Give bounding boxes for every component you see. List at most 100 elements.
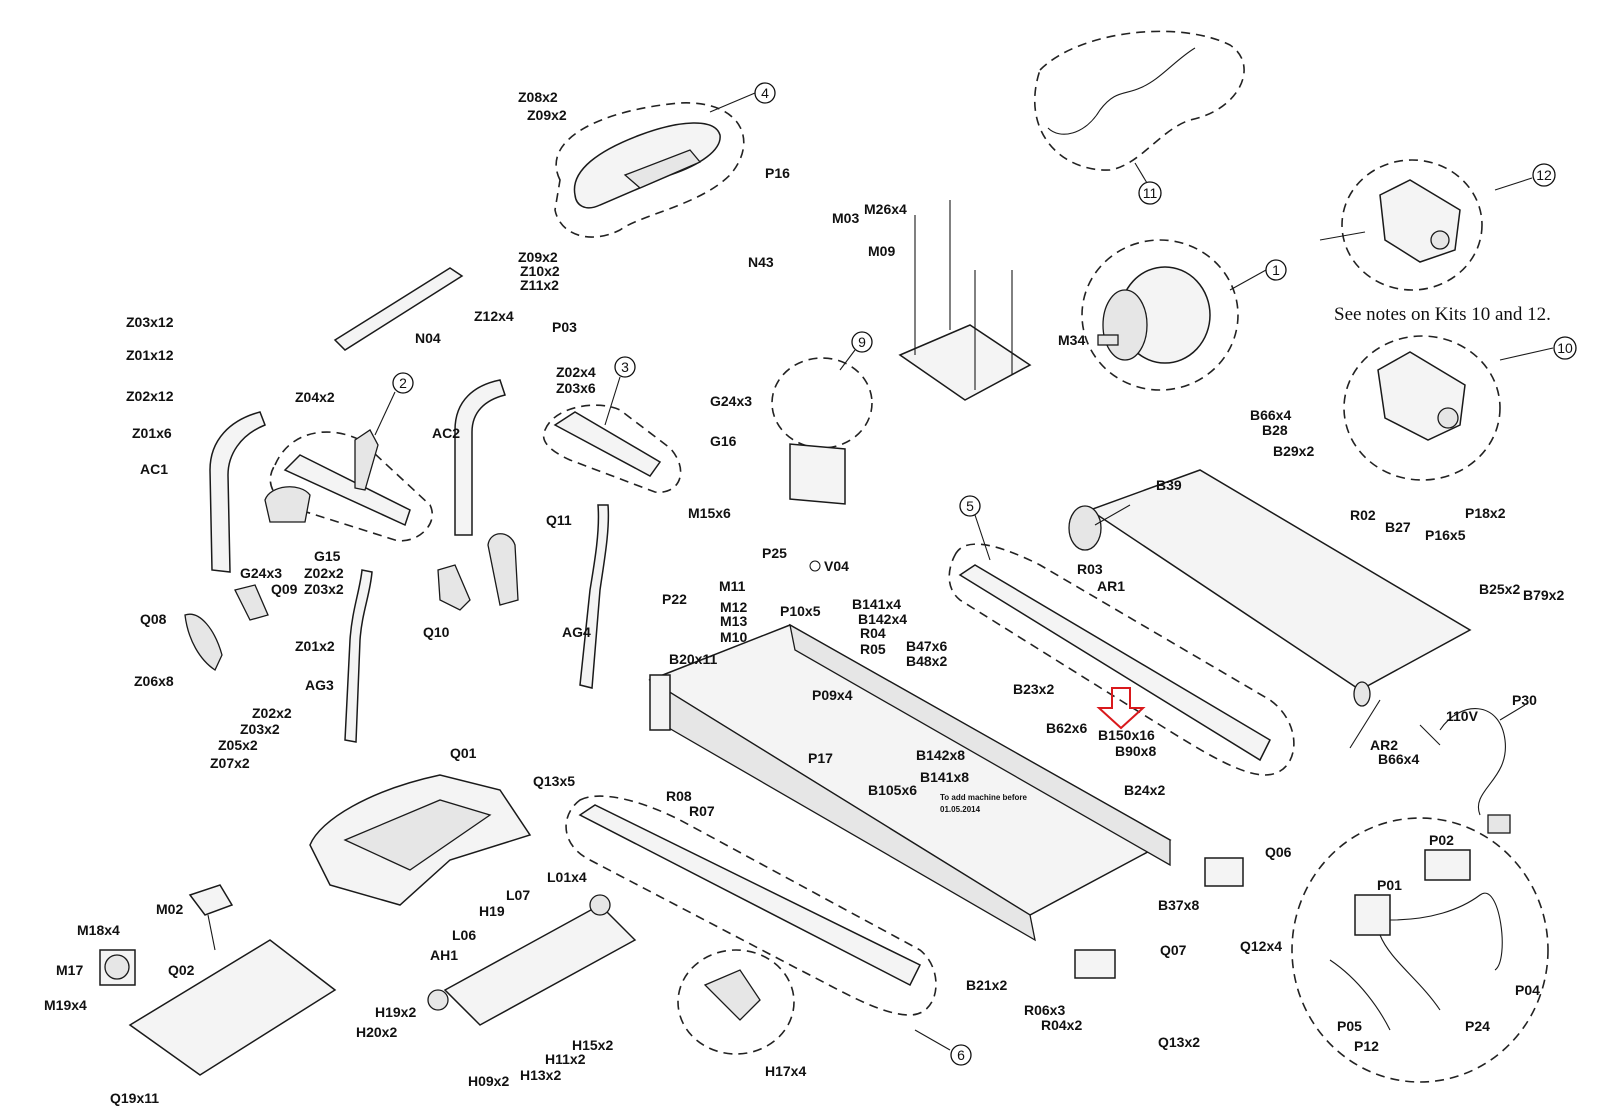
kit-2-number: 2 xyxy=(399,375,407,391)
kit-2-outline xyxy=(269,431,433,542)
label-z06x8: Z06x8 xyxy=(134,673,174,689)
label-p22: P22 xyxy=(662,591,687,607)
kit-4-number: 4 xyxy=(761,85,769,101)
kit-12-badge: 12 xyxy=(1532,163,1556,187)
label-z09x2-lower: Z09x2 xyxy=(518,249,558,265)
label-z02x2: Z02x2 xyxy=(304,565,344,581)
label-b20x11: B20x11 xyxy=(669,651,717,667)
label-b66x4-lower: B66x4 xyxy=(1378,751,1419,767)
frame-rail-right xyxy=(789,623,1171,867)
label-q12x4: Q12x4 xyxy=(1240,938,1282,954)
label-b37x8: B37x8 xyxy=(1158,897,1199,913)
kit-6-number: 6 xyxy=(957,1047,965,1063)
kit-outlines xyxy=(269,30,1549,1083)
label-q07: Q07 xyxy=(1160,942,1187,958)
part-labels: Z08x2 Z09x2 Z09x2 Z10x2 Z11x2 P16 M03 M2… xyxy=(44,89,1564,1106)
label-z01x2: Z01x2 xyxy=(295,638,335,654)
label-q09: Q09 xyxy=(271,581,298,597)
label-z03x6: Z03x6 xyxy=(556,380,596,396)
label-p09x4: P09x4 xyxy=(812,687,853,703)
base-plate-q02 xyxy=(128,939,337,1076)
label-b90x8: B90x8 xyxy=(1115,743,1156,759)
label-b105x6: B105x6 xyxy=(868,782,917,798)
label-z07x2: Z07x2 xyxy=(210,755,250,771)
label-p18x2: P18x2 xyxy=(1465,505,1506,521)
label-r07: R07 xyxy=(689,803,715,819)
grip-kit-2 xyxy=(354,429,379,491)
label-h11x2: H11x2 xyxy=(545,1051,586,1067)
kit-9-badge: 9 xyxy=(851,331,873,353)
label-h15x2: H15x2 xyxy=(572,1037,613,1053)
label-l01x4: L01x4 xyxy=(547,869,587,885)
kit-P-outline xyxy=(1291,817,1549,1083)
label-m13: M13 xyxy=(720,613,747,629)
cover-q07 xyxy=(1074,949,1116,979)
side-rail-kit-5 xyxy=(958,564,1271,762)
leader-lines xyxy=(374,92,1554,1051)
upright-ag3 xyxy=(344,569,373,743)
frame-post xyxy=(649,674,671,731)
label-m02: M02 xyxy=(156,901,183,917)
kit-1-outline xyxy=(1081,239,1239,391)
highlight-arrow xyxy=(1096,687,1146,730)
label-h19x2: H19x2 xyxy=(375,1004,416,1020)
label-g24x3: G24x3 xyxy=(710,393,752,409)
kit-11-number: 11 xyxy=(1143,185,1158,201)
label-g15: G15 xyxy=(314,548,341,564)
kit-4-badge: 4 xyxy=(754,82,776,104)
cover-q10 xyxy=(437,564,471,611)
label-q02: Q02 xyxy=(168,962,195,978)
label-q13x2: Q13x2 xyxy=(1158,1034,1200,1050)
label-ah1: AH1 xyxy=(430,947,458,963)
side-rail-kit-6 xyxy=(578,804,922,987)
label-h17x4: H17x4 xyxy=(765,1063,806,1079)
label-g24x3-lower: G24x3 xyxy=(240,565,282,581)
small-note-line-2: 01.05.2014 xyxy=(940,805,981,814)
kit-numbers: 1 2 3 4 5 6 9 10 11 12 xyxy=(392,82,1577,1066)
label-g16: G16 xyxy=(710,433,737,449)
upright-ag4 xyxy=(579,504,610,689)
label-m26x4: M26x4 xyxy=(864,201,907,217)
switch-p02 xyxy=(1424,849,1471,881)
label-b141x4: B141x4 xyxy=(852,596,901,612)
label-m11: M11 xyxy=(719,578,746,594)
small-note-line-1: To add machine before xyxy=(940,793,1028,802)
kit-1-badge: 1 xyxy=(1265,259,1287,281)
label-h19: H19 xyxy=(479,903,505,919)
belt-deck xyxy=(1088,469,1472,691)
label-b142x8: B142x8 xyxy=(916,747,965,763)
kit-5-outline xyxy=(948,543,1295,776)
motor-end xyxy=(1102,289,1148,361)
label-b29x2: B29x2 xyxy=(1273,443,1314,459)
console-housing xyxy=(573,122,721,209)
arm-ac2 xyxy=(454,379,506,536)
kit-10-badge: 10 xyxy=(1553,336,1577,360)
label-h13x2: H13x2 xyxy=(520,1067,561,1083)
label-q01: Q01 xyxy=(450,745,477,761)
label-q10: Q10 xyxy=(423,624,450,640)
label-z04x2: Z04x2 xyxy=(295,389,335,405)
label-b62x6: B62x6 xyxy=(1046,720,1087,736)
label-r08: R08 xyxy=(666,788,692,804)
cover-q09 xyxy=(234,584,269,621)
rear-roller xyxy=(1353,681,1371,707)
kit-11-badge: 11 xyxy=(1138,181,1162,205)
kit-12-outline xyxy=(1341,159,1483,291)
label-h09x2: H09x2 xyxy=(468,1073,509,1089)
label-p24: P24 xyxy=(1465,1018,1490,1034)
front-roller xyxy=(1068,505,1102,551)
label-r06x3: R06x3 xyxy=(1024,1002,1065,1018)
kit-5-badge: 5 xyxy=(959,495,981,517)
label-z03x2-lower: Z03x2 xyxy=(240,721,280,737)
label-p12: P12 xyxy=(1354,1038,1379,1054)
label-b23x2: B23x2 xyxy=(1013,681,1054,697)
label-n43: N43 xyxy=(748,254,774,270)
label-b150x16: B150x16 xyxy=(1098,727,1155,743)
label-b28: B28 xyxy=(1262,422,1288,438)
label-b21x2: B21x2 xyxy=(966,977,1007,993)
label-b48x2: B48x2 xyxy=(906,653,947,669)
label-ag4: AG4 xyxy=(562,624,591,640)
kit-9-outline xyxy=(771,357,873,449)
label-l07: L07 xyxy=(506,887,530,903)
